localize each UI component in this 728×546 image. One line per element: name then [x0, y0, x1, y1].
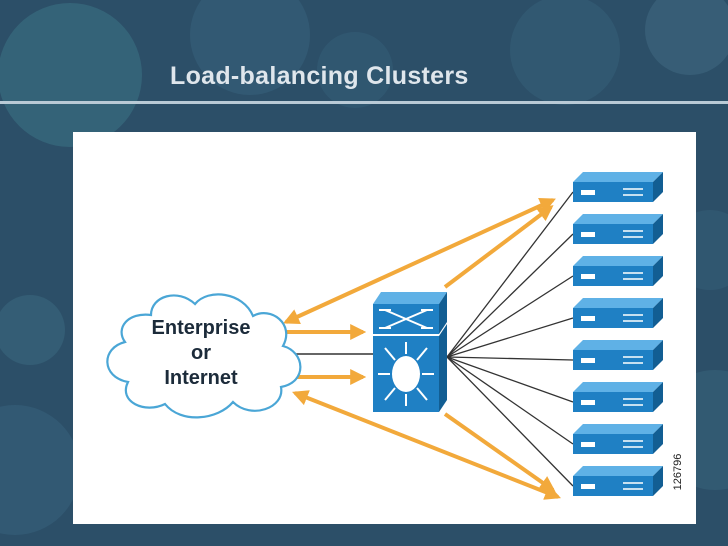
- arrow-switch-to-bottom-server: [443, 412, 556, 492]
- server-link: [446, 233, 574, 358]
- server-link: [446, 356, 574, 361]
- server-icon: [573, 466, 663, 496]
- enterprise-cloud-icon: Enterprise or Internet: [106, 293, 302, 419]
- server-icon: [573, 214, 663, 244]
- server-link: [446, 356, 574, 403]
- figure-id: 126796: [672, 454, 684, 491]
- arrow-to-bottom-server: [292, 390, 561, 500]
- slide-title: Load-balancing Clusters: [170, 62, 469, 90]
- load-balancer-switch-icon: [373, 292, 447, 412]
- title-divider: [0, 101, 728, 104]
- server-link: [446, 317, 574, 358]
- server-link: [446, 275, 574, 358]
- arrow-switch-to-top-server: [443, 205, 554, 289]
- load-balancing-diagram: Enterprise or Internet: [106, 172, 684, 500]
- server-icon: [573, 340, 663, 370]
- diagram-panel: Enterprise or Internet: [73, 132, 696, 524]
- cloud-label-line-1: Enterprise: [152, 317, 251, 339]
- cloud-label-line-2: or: [191, 342, 211, 364]
- server-icon: [573, 256, 663, 286]
- server-link: [446, 356, 574, 487]
- server-link: [446, 191, 574, 358]
- server-icon: [573, 298, 663, 328]
- server-stack: [573, 172, 663, 496]
- server-icon: [573, 172, 663, 202]
- arrow-to-top-server: [283, 198, 556, 324]
- traffic-arrows: [283, 198, 561, 500]
- cloud-label-line-3: Internet: [164, 367, 238, 389]
- server-icon: [573, 382, 663, 412]
- server-icon: [573, 424, 663, 454]
